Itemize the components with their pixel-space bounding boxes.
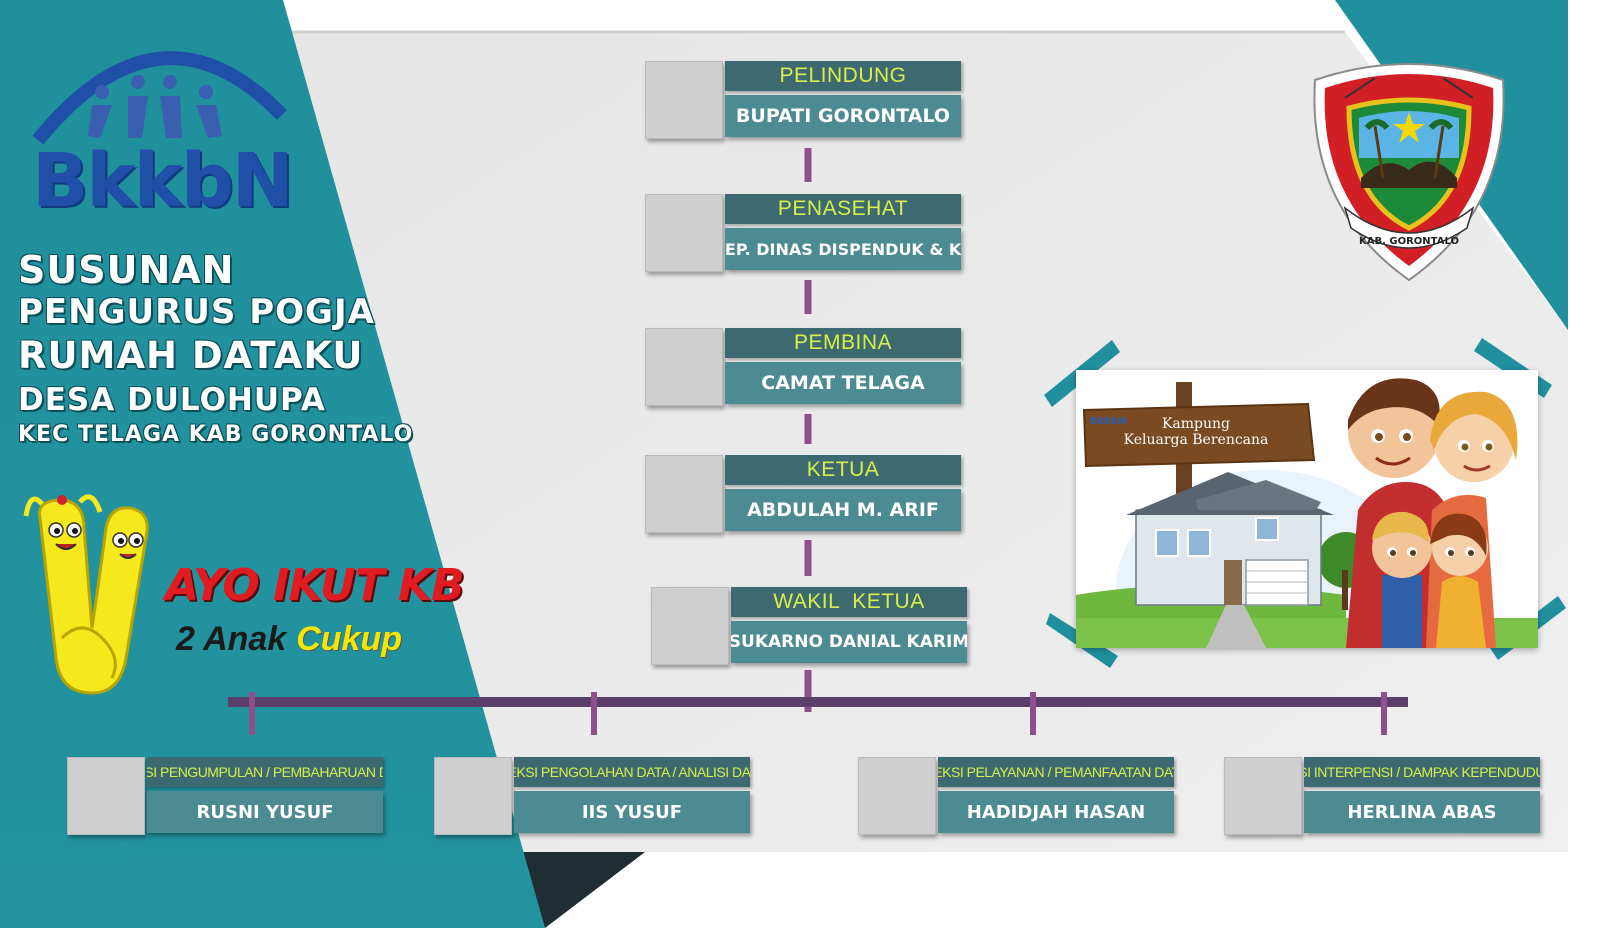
role-label: WAKIL KETUA [731, 587, 967, 617]
photo-placeholder [1224, 757, 1302, 835]
role-label: KETUA [725, 455, 961, 485]
bkkbn-arc-icon [32, 51, 288, 145]
family-cartoon-icon [1346, 378, 1518, 648]
bkkbn-logo-text: BkkbN [32, 138, 294, 224]
emblem-banner-text: KAB. GORONTALO [1359, 236, 1459, 247]
person-name: ABDULAH M. ARIF [725, 489, 961, 531]
photo-placeholder [434, 757, 512, 835]
role-label: PEMBINA [725, 328, 961, 358]
photo-placeholder [645, 61, 723, 139]
role-label: PELINDUNG [725, 61, 961, 91]
role-label: SEKSI PENGUMPULAN / PEMBAHARUAN DATA [147, 757, 383, 787]
title-line-1: SUSUNAN [18, 248, 235, 292]
person-name: IIS YUSUF [514, 791, 750, 833]
role-label: SEKSI PENGOLAHAN DATA / ANALISI DATA [514, 757, 750, 787]
photo-placeholder [858, 757, 936, 835]
person-name: HERLINA ABAS [1304, 791, 1540, 833]
title-line-2: PENGURUS POGJA [18, 292, 375, 332]
photo-placeholder [645, 455, 723, 533]
slogan-sub-1: 2 Anak [176, 620, 287, 658]
slogan-main: AYO IKUT KB [165, 560, 465, 611]
v-mascot-icon [23, 494, 149, 695]
photo-placeholder [645, 328, 723, 406]
sign-line-2: Keluarga Berencana [1123, 432, 1269, 448]
person-name: BUPATI GORONTALO [725, 95, 961, 137]
person-name: HADIDJAH HASAN [938, 791, 1174, 833]
role-label: PENASEHAT [725, 194, 961, 224]
slogan-sub-2: Cukup [296, 620, 403, 658]
sign-logo: BkkbN [1090, 416, 1127, 427]
photo-placeholder [67, 757, 145, 835]
kab-gorontalo-emblem-icon: KAB. GORONTALO [1313, 63, 1505, 282]
person-name: RUSNI YUSUF [147, 791, 383, 833]
role-label: SEKSI PELAYANAN / PEMANFAATAN DATA [938, 757, 1174, 787]
title-line-5: KEC TELAGA KAB GORONTALO [18, 422, 414, 447]
role-label: SEKSI INTERPENSI / DAMPAK KEPENDUDUKAN [1304, 757, 1540, 787]
person-name: SUKARNO DANIAL KARIM [731, 621, 967, 663]
photo-placeholder [651, 587, 729, 665]
person-name: KEP. DINAS DISPENDUK & KB [725, 228, 961, 270]
sign-line-1: Kampung [1161, 416, 1231, 432]
title-line-4: DESA DULOHUPA [18, 382, 326, 418]
photo-placeholder [645, 194, 723, 272]
person-name: CAMAT TELAGA [725, 362, 961, 404]
title-line-3: RUMAH DATAKU [18, 334, 364, 377]
